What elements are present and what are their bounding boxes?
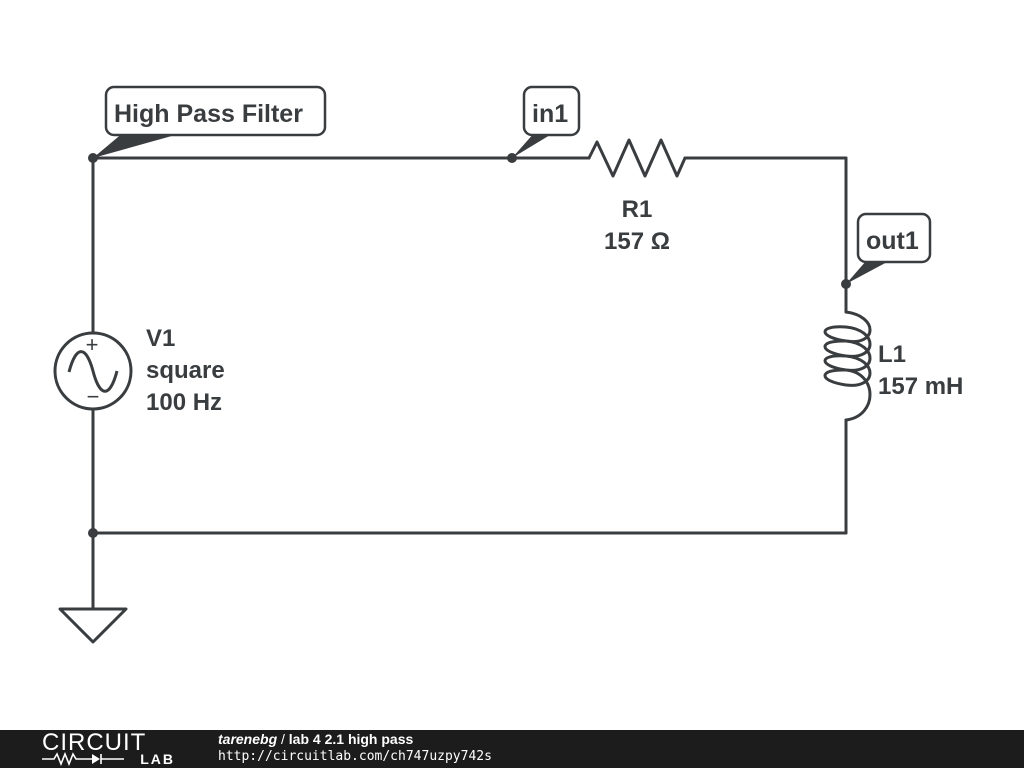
inductor-value-label: 157 mH xyxy=(878,373,963,400)
wires xyxy=(91,156,848,611)
schematic-canvas: + − High Pass Filter in1 out1 R1 157 Ω L… xyxy=(53,85,963,644)
source-minus-sign: − xyxy=(87,384,100,409)
tag-box xyxy=(104,85,327,137)
net-tag-out1[interactable]: out1 xyxy=(846,212,932,284)
circuitlab-logo[interactable]: CIRCUIT LAB xyxy=(42,729,177,767)
tag-box xyxy=(856,212,932,264)
author-link[interactable]: tarenebg xyxy=(218,731,278,747)
circuit-title[interactable]: lab 4 2.1 high pass xyxy=(288,731,414,747)
sine-wave-icon xyxy=(67,350,119,393)
tag-pointer xyxy=(846,261,889,284)
voltage-source-v1[interactable]: + − xyxy=(53,331,133,411)
ground-symbol xyxy=(58,607,128,644)
junction-dot-bottom-left xyxy=(88,528,98,538)
net-tag-high-pass-filter[interactable]: High Pass Filter xyxy=(93,85,327,158)
logo-resistor-diode-icon xyxy=(42,752,124,766)
inductor-name-label: L1 xyxy=(878,341,906,368)
net-tag-in1[interactable]: in1 xyxy=(512,85,581,158)
circuit-meta: tarenebg / lab 4 2.1 high pass http://ci… xyxy=(218,731,492,765)
tag-pointer xyxy=(512,132,555,158)
meta-separator: / xyxy=(277,731,289,747)
logo-text-top: CIRCUIT xyxy=(42,729,147,756)
inductor-l1-symbol[interactable] xyxy=(823,310,872,422)
tag-label: out1 xyxy=(866,227,919,255)
circuit-url[interactable]: http://circuitlab.com/ch747uzpy742s xyxy=(218,749,492,764)
footer-bar: CIRCUIT LAB tarenebg / lab 4 2.1 high pa… xyxy=(0,730,1024,768)
resistor-name-label: R1 xyxy=(622,196,653,223)
tag-pointer xyxy=(93,132,186,158)
tag-label: in1 xyxy=(532,100,568,128)
meta-title-line: tarenebg / lab 4 2.1 high pass xyxy=(218,731,492,748)
source-frequency-label: 100 Hz xyxy=(146,389,222,416)
resistor-r1-symbol[interactable] xyxy=(587,138,687,178)
logo-text-bottom: LAB xyxy=(140,751,175,767)
source-plus-sign: + xyxy=(86,332,99,357)
source-name-label: V1 xyxy=(146,325,175,352)
tag-label: High Pass Filter xyxy=(114,100,303,128)
tag-box xyxy=(522,85,581,137)
resistor-value-label: 157 Ω xyxy=(604,228,670,255)
source-waveform-label: square xyxy=(146,357,225,384)
